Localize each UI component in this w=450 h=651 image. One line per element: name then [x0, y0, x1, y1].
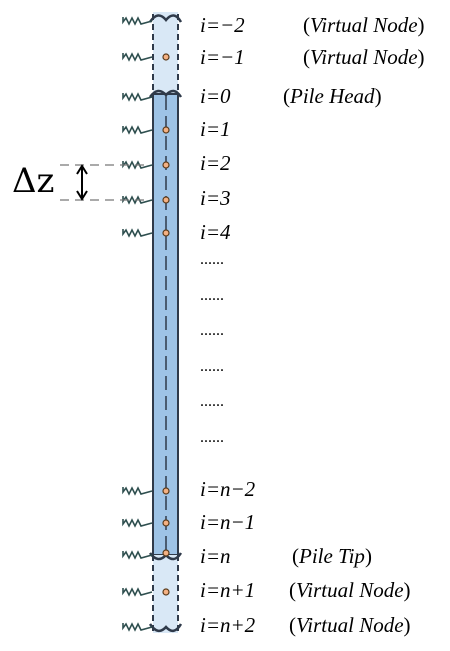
node-marker	[162, 588, 170, 596]
note-word: Virtual Node	[296, 613, 404, 637]
note-word: Virtual Node	[310, 13, 418, 37]
note-open: (	[303, 45, 310, 69]
spring-icon	[122, 622, 153, 632]
node-label: i=n−2	[200, 477, 256, 501]
note-close: )	[403, 578, 411, 602]
node-label: i=−2	[200, 13, 245, 37]
spring-icon	[122, 550, 153, 560]
spring-icon	[122, 52, 153, 62]
node-label: i=0	[200, 84, 231, 108]
node-note: (Virtual Node)	[289, 580, 411, 601]
note-close: )	[417, 45, 425, 69]
node-note: (Virtual Node)	[303, 15, 425, 36]
node-note: (Pile Head)	[283, 86, 382, 107]
node-label: i=1	[200, 117, 231, 141]
ellipsis: ......	[200, 429, 224, 446]
spring-icon	[122, 92, 153, 102]
note-close: )	[417, 13, 425, 37]
note-word: Virtual Node	[310, 45, 418, 69]
note-word: Pile Head	[290, 84, 375, 108]
node-markers	[162, 53, 170, 596]
spring-icon	[122, 486, 153, 496]
node-marker	[162, 161, 170, 169]
node-note: (Virtual Node)	[289, 615, 411, 636]
note-open: (	[283, 84, 290, 108]
node-label: i=n−1	[200, 510, 256, 534]
node-marker	[162, 487, 170, 495]
soil-springs	[122, 16, 153, 632]
node-marker	[162, 196, 170, 204]
node-note: (Virtual Node)	[303, 47, 425, 68]
cap-top-virtual	[148, 14, 183, 23]
note-close: )	[364, 544, 372, 568]
node-label: i=4	[200, 220, 231, 244]
ellipsis: ......	[200, 251, 224, 268]
note-open: (	[289, 613, 296, 637]
node-note: (Pile Tip)	[292, 546, 372, 567]
spacing-label: Δz	[12, 161, 55, 201]
note-close: )	[403, 613, 411, 637]
node-marker	[162, 126, 170, 134]
note-open: (	[303, 13, 310, 37]
note-open: (	[289, 578, 296, 602]
note-open: (	[292, 544, 299, 568]
ellipsis: ......	[200, 393, 224, 410]
node-marker	[162, 519, 170, 527]
node-label: i=−1	[200, 45, 245, 69]
cap-pile-head	[148, 89, 183, 98]
spring-icon	[122, 228, 153, 238]
node-label: i=n	[200, 544, 231, 568]
node-label: i=3	[200, 186, 231, 210]
dimension-arrowhead-down	[76, 190, 88, 201]
note-word: Pile Tip	[299, 544, 365, 568]
ellipsis: ......	[200, 358, 224, 375]
node-marker	[162, 229, 170, 237]
ellipsis: ......	[200, 322, 224, 339]
cap-bottom-virtual	[148, 623, 183, 633]
dimension-arrowhead-up	[76, 164, 88, 175]
node-marker	[162, 53, 170, 61]
ellipsis: ......	[200, 287, 224, 304]
node-label: i=2	[200, 151, 231, 175]
spring-icon	[122, 518, 153, 528]
spring-icon	[122, 125, 153, 135]
node-label: i=n+2	[200, 613, 256, 637]
node-marker	[162, 549, 170, 557]
spring-icon	[122, 16, 153, 26]
spring-icon	[122, 587, 153, 597]
note-close: )	[374, 84, 382, 108]
note-word: Virtual Node	[296, 578, 404, 602]
node-label: i=n+1	[200, 578, 256, 602]
